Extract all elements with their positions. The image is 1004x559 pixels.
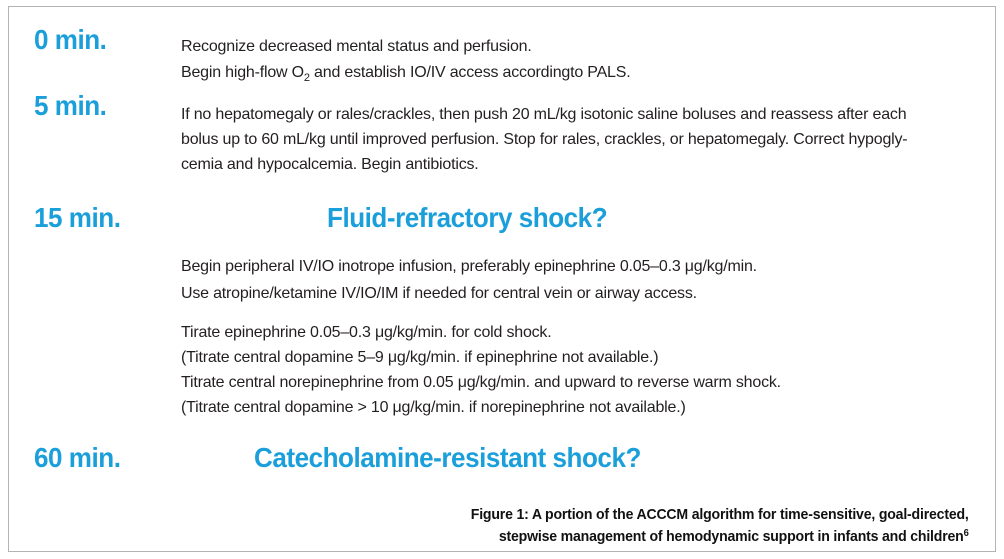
step-0min-line-2-pre: Begin high-flow O xyxy=(181,64,304,81)
step-5min-text: If no hepatomegaly or rales/crackles, th… xyxy=(181,102,908,177)
step-15min-p2-line-4: (Titrate central dopamine > 10 μg/kg/min… xyxy=(181,399,686,416)
step-0min-line-2: Begin high-flow O2 and establish IO/IV a… xyxy=(181,60,631,86)
step-5min-line-2: bolus up to 60 mL/kg until improved perf… xyxy=(181,131,908,148)
step-0min-line-1: Recognize decreased mental status and pe… xyxy=(181,38,532,55)
step-15min-p2-line-2: (Titrate central dopamine 5–9 μg/kg/min.… xyxy=(181,349,659,366)
time-marker-15min: 15 min. xyxy=(34,202,121,233)
step-0min-line-2-post: and establish IO/IV access accordingto P… xyxy=(309,64,631,81)
figure-border: 0 min. Recognize decreased mental status… xyxy=(8,6,996,552)
figure-caption: Figure 1: A portion of the ACCCM algorit… xyxy=(471,504,969,548)
step-15min-p1-line-1: Begin peripheral IV/IO inotrope infusion… xyxy=(181,258,757,275)
figure-caption-line-1: Figure 1: A portion of the ACCCM algorit… xyxy=(471,506,969,523)
oxygen-subscript: 2 xyxy=(303,72,310,84)
figure-caption-reference-superscript: 6 xyxy=(963,528,969,539)
step-15min-p1-line-2: Use atropine/ketamine IV/IO/IM if needed… xyxy=(181,285,697,302)
step-15min-paragraph-1: Begin peripheral IV/IO inotrope infusion… xyxy=(181,253,757,307)
step-15min-p2-line-1: Tirate epinephrine 0.05–0.3 μg/kg/min. f… xyxy=(181,324,552,341)
figure-caption-line-2: stepwise management of hemodynamic suppo… xyxy=(471,526,969,548)
time-marker-0min: 0 min. xyxy=(34,24,107,55)
step-5min-line-3: cemia and hypocalcemia. Begin antibiotic… xyxy=(181,156,479,173)
step-0min-text: Recognize decreased mental status and pe… xyxy=(181,34,631,86)
step-5min-line-1: If no hepatomegaly or rales/crackles, th… xyxy=(181,106,907,123)
step-15min-paragraph-2: Tirate epinephrine 0.05–0.3 μg/kg/min. f… xyxy=(181,320,781,420)
time-marker-60min: 60 min. xyxy=(34,442,121,473)
figure-caption-line-2-text: stepwise management of hemodynamic suppo… xyxy=(499,528,964,545)
step-15min-p2-line-3: Titrate central norepinephrine from 0.05… xyxy=(181,374,781,391)
fluid-refractory-shock-heading: Fluid-refractory shock? xyxy=(327,202,608,233)
time-marker-5min: 5 min. xyxy=(34,90,107,121)
catecholamine-resistant-shock-heading: Catecholamine-resistant shock? xyxy=(254,442,641,473)
